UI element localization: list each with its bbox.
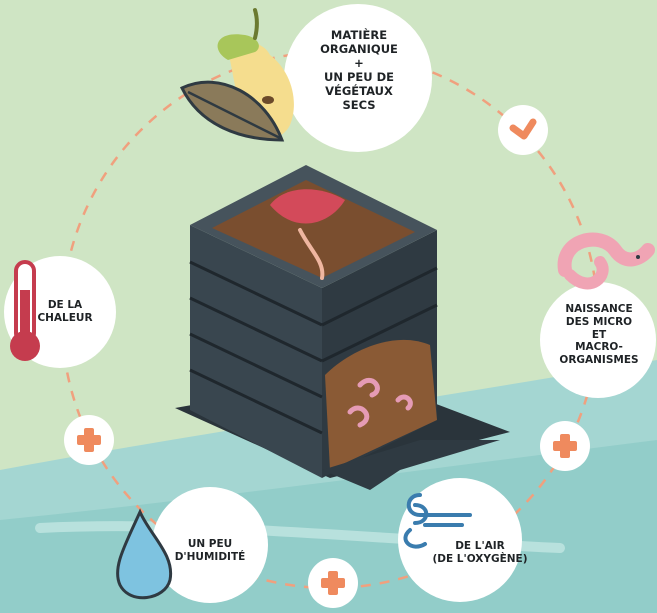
plus-icon <box>540 421 590 471</box>
humidity-label: UN PEU D'HUMIDITÉ <box>158 538 262 564</box>
organic-label: MATIÈRE ORGANIQUE + UN PEU DE VÉGÉTAUX S… <box>305 28 413 112</box>
arrow-bubble <box>498 105 548 155</box>
plus-icon <box>64 415 114 465</box>
air-label: DE L'AIR (DE L'OXYGÈNE) <box>420 540 540 566</box>
plus-icon <box>308 558 358 608</box>
heat-label: DE LA CHALEUR <box>30 299 100 325</box>
organisms-label: NAISSANCE DES MICRO ET MACRO- ORGANISMES <box>545 303 653 367</box>
